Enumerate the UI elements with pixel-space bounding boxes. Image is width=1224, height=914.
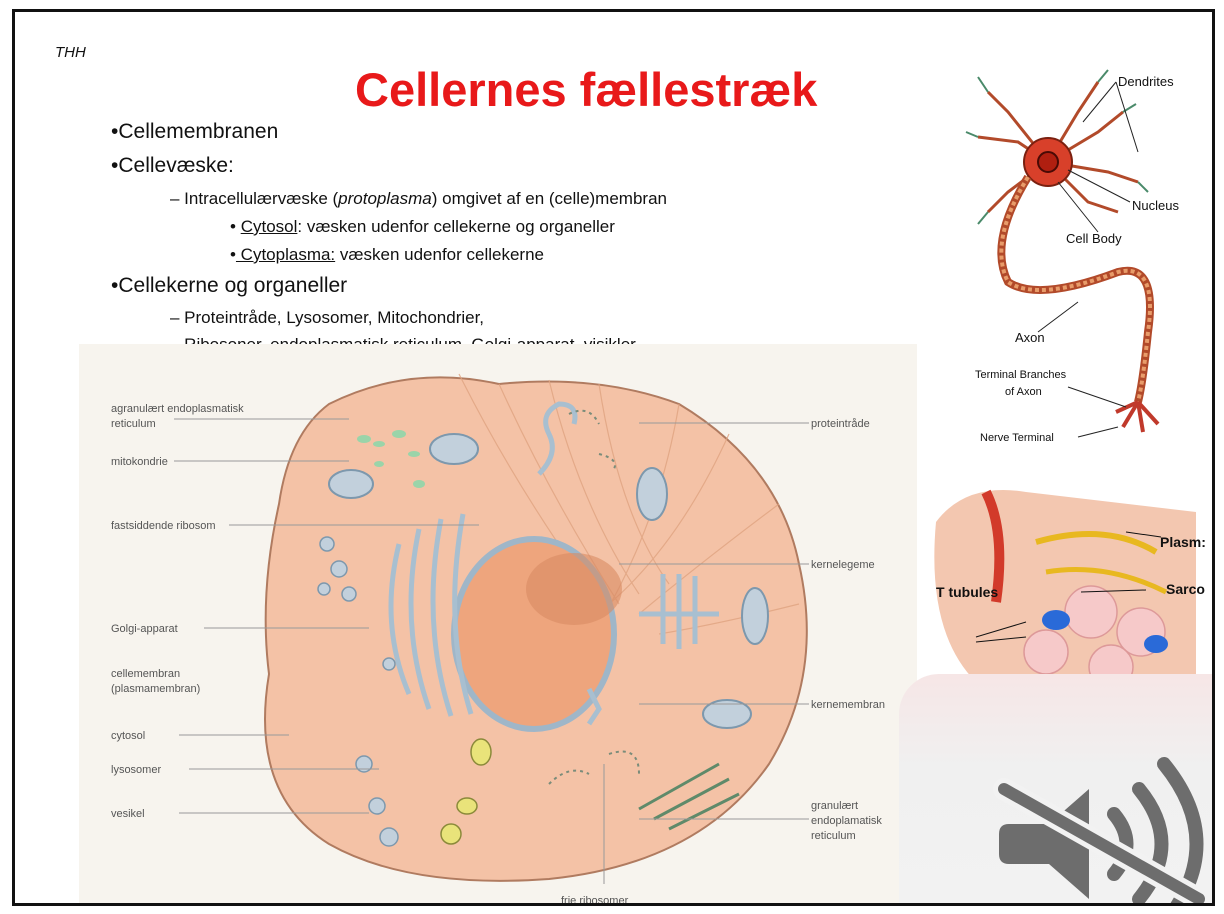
label-lysosomer: lysosomer xyxy=(111,764,161,776)
term-cytosol: Cytosol xyxy=(240,217,298,236)
label-plasma: Plasm: xyxy=(1160,534,1206,550)
label-agranular-er-2: reticulum xyxy=(111,418,156,430)
bullet-cellekerne: •Cellekerne og organeller xyxy=(111,274,348,297)
muscle-diagram: Plasm: T tubules Sarco xyxy=(906,482,1212,682)
term-cytoplasma: Cytoplasma: xyxy=(235,245,336,264)
label-t-tubules: T tubules xyxy=(936,584,998,600)
label-ribosom: fastsiddende ribosom xyxy=(111,520,216,532)
cell-diagram: agranulært endoplasmatisk reticulum mito… xyxy=(79,344,917,906)
label-sarco: Sarco xyxy=(1166,581,1205,597)
label-vesikel: vesikel xyxy=(111,808,145,820)
label-kernemembran: kernemembran xyxy=(811,699,885,711)
text-segment: • xyxy=(230,217,241,236)
label-golgi: Golgi-apparat xyxy=(111,623,178,635)
slide-title: Cellernes fællestræk xyxy=(355,63,818,116)
muscle-illustration: Plasm: T tubules Sarco xyxy=(934,489,1206,682)
bullet-intracellulaer: – Intracellulærvæske (protoplasma) omgiv… xyxy=(170,189,667,209)
label-terminal-branches: Terminal Branches xyxy=(975,369,1067,381)
label-endoplasmatisk: endoplamatisk xyxy=(811,815,882,827)
label-frie-ribosomer: frie ribosomer xyxy=(561,895,629,906)
label-kernelegeme: kernelegeme xyxy=(811,559,875,571)
text-segment: : væsken udenfor cellekerne og organelle… xyxy=(297,217,615,236)
author-initials: THH xyxy=(55,44,86,61)
speaker-muted-icon[interactable] xyxy=(899,674,1215,906)
text-segment: • xyxy=(230,245,236,264)
label-dendrites: Dendrites xyxy=(1118,74,1174,89)
label-cellemembran: cellemembran xyxy=(111,668,180,680)
text-segment: væsken udenfor cellekerne xyxy=(335,245,544,264)
label-cell-body: Cell Body xyxy=(1066,231,1122,246)
text-italic: protoplasma xyxy=(338,189,432,208)
label-granulaert: granulært xyxy=(811,800,858,812)
label-nucleus: Nucleus xyxy=(1132,198,1179,213)
bullet-cytosol: • Cytosol: væsken udenfor cellekerne og … xyxy=(230,217,615,237)
label-cytosol: cytosol xyxy=(111,730,145,742)
slide: THH Cellernes fællestræk •Cellemembranen… xyxy=(12,9,1215,906)
label-of-axon: of Axon xyxy=(1005,386,1042,398)
label-proteintraade: proteintråde xyxy=(811,418,870,430)
label-reticulum: reticulum xyxy=(811,830,856,842)
label-plasmamembran: (plasmamembran) xyxy=(111,683,200,695)
neuron-illustration: Dendrites Nucleus Cell Body Axon Termina… xyxy=(965,69,1179,444)
label-nerve-terminal: Nerve Terminal xyxy=(980,432,1054,444)
bullet-cellemembranen: •Cellemembranen xyxy=(111,120,279,143)
cell-illustration: agranulært endoplasmatisk reticulum mito… xyxy=(111,373,885,906)
label-agranular-er: agranulært endoplasmatisk xyxy=(111,403,244,415)
text-segment: – Intracellulærvæske ( xyxy=(170,189,339,208)
bullet-cytoplasma: • Cytoplasma: væsken udenfor cellekerne xyxy=(230,245,544,265)
bullet-cellevaeske: •Cellevæske: xyxy=(111,154,234,177)
neuron-diagram: Dendrites Nucleus Cell Body Axon Termina… xyxy=(948,52,1204,452)
bullet-proteintraade: – Proteintråde, Lysosomer, Mitochondrier… xyxy=(170,308,485,327)
text-segment: ) omgivet af en (celle)membran xyxy=(431,189,667,208)
audio-control[interactable] xyxy=(899,674,1215,906)
label-axon: Axon xyxy=(1015,330,1045,345)
label-mitokondrie: mitokondrie xyxy=(111,456,168,468)
